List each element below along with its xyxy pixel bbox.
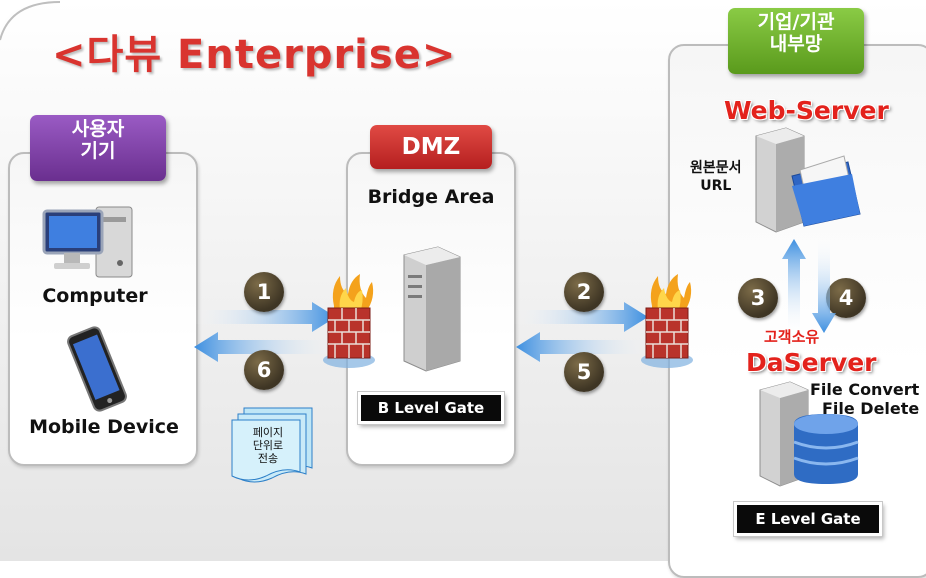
user-device-badge: 사용자 기기 (30, 115, 166, 181)
internal-network-badge: 기업/기관 내부망 (728, 8, 864, 74)
web-server-title: Web-Server (724, 96, 889, 125)
daserver-icon (759, 381, 859, 487)
computer-icon (42, 206, 133, 278)
e-level-gate: E Level Gate (733, 501, 883, 537)
daserver-title: DaServer (746, 348, 877, 377)
page-transfer-note: 페이지 단위로 전송 (252, 426, 284, 466)
dmz-badge: DMZ (370, 125, 492, 169)
step-4-badge: 4 (826, 278, 866, 318)
mobile-device-icon (67, 326, 127, 412)
daserver-note: File Convert File Delete (810, 380, 920, 419)
b-level-gate: B Level Gate (357, 391, 505, 425)
mobile-device-label: Mobile Device (29, 416, 179, 438)
bridge-area-label: Bridge Area (367, 186, 495, 208)
user-device-zone (8, 152, 198, 466)
step-5-badge: 5 (564, 352, 604, 392)
user-dmz-arrows (190, 302, 340, 362)
page-title: <다뷰 Enterprise> (52, 32, 457, 78)
document-stack-icon (231, 407, 313, 483)
step-6-badge: 6 (244, 350, 284, 390)
dmz-server-icon (403, 246, 461, 372)
customer-owned-label: 고객소유 (764, 328, 820, 346)
step-3-badge: 3 (738, 278, 778, 318)
dmz-internal-arrows (512, 302, 652, 362)
dmz-firewall-icon (323, 274, 375, 368)
web-server-note: 원본문서 URL (690, 160, 742, 194)
computer-label: Computer (42, 285, 148, 307)
step-2-badge: 2 (564, 272, 604, 312)
internal-firewall-icon (641, 274, 693, 368)
up-down-arrows (782, 237, 836, 335)
web-server-icon (755, 127, 861, 233)
step-1-badge: 1 (244, 272, 284, 312)
